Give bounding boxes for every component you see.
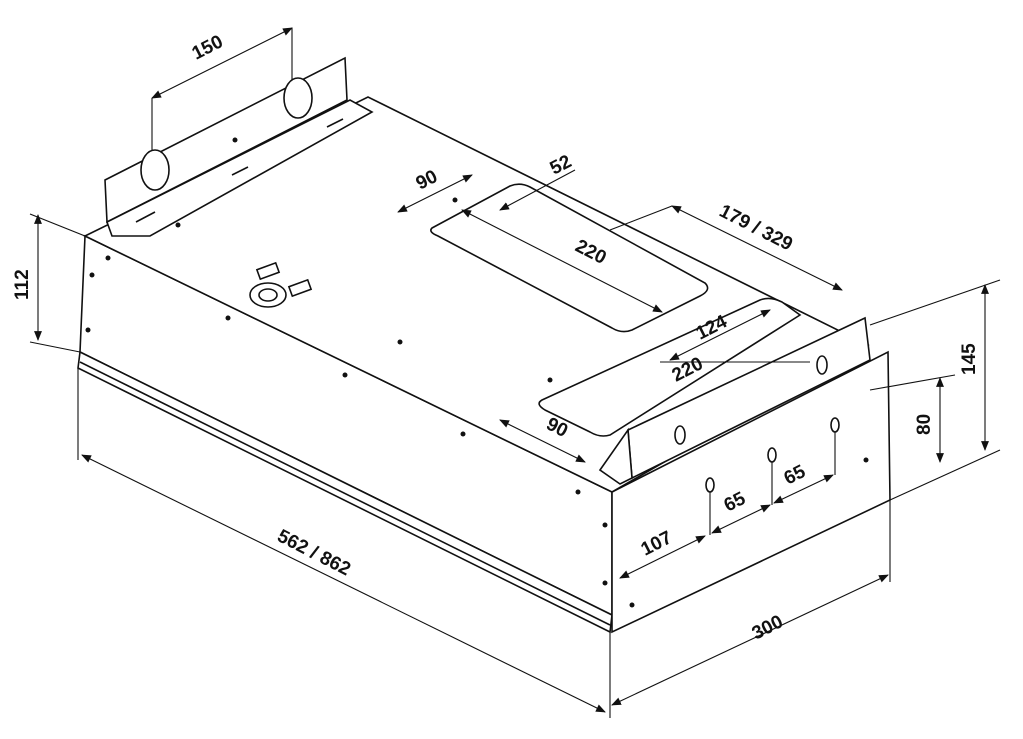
dim-body-height: 112 — [12, 269, 33, 300]
dimension-lines — [29, 27, 1001, 718]
dim-bracket-spacing: 150 — [189, 31, 227, 64]
control-knob — [249, 261, 313, 308]
keyhole-right — [283, 77, 313, 119]
rear-bracket — [104, 56, 374, 237]
dim-total-height: 145 — [959, 343, 980, 375]
dim-width: 300 — [749, 611, 787, 644]
keyhole-left — [140, 149, 170, 191]
front-bracket — [598, 316, 871, 485]
dim-bracket-height: 80 — [914, 414, 935, 435]
dim-length: 562 / 862 — [274, 526, 354, 581]
dim-opening-top-inset: 52 — [547, 151, 575, 179]
